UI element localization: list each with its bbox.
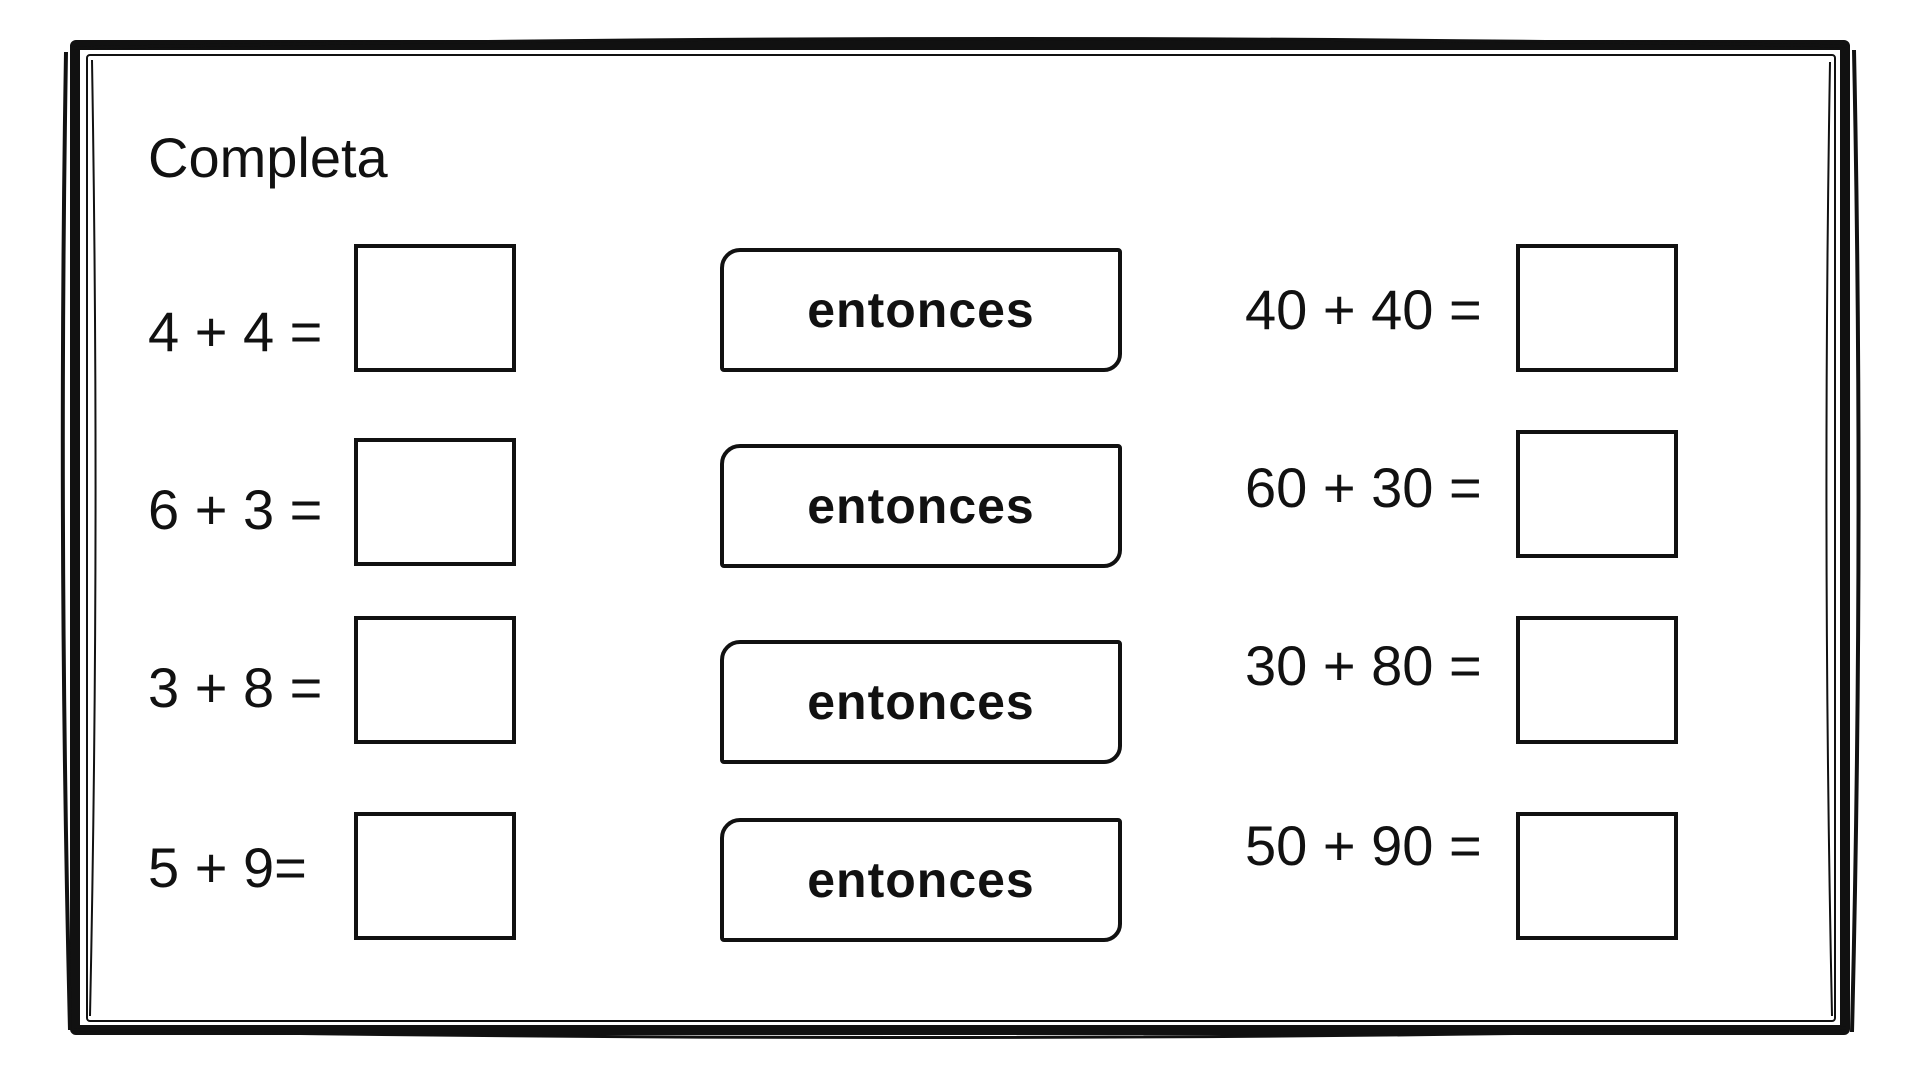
equation-left-3: 3 + 8 = <box>148 656 323 719</box>
entonces-label-2: entonces <box>720 444 1122 568</box>
worksheet-frame-inner-line <box>86 54 1836 1022</box>
equation-right-1: 40 + 40 = <box>1245 278 1482 341</box>
answer-box-right-4[interactable] <box>1516 812 1678 940</box>
answer-box-left-3[interactable] <box>354 616 516 744</box>
equation-right-4: 50 + 90 = <box>1245 814 1482 877</box>
answer-box-right-2[interactable] <box>1516 430 1678 558</box>
answer-box-right-1[interactable] <box>1516 244 1678 372</box>
worksheet-title: Completa <box>148 126 388 189</box>
answer-box-left-2[interactable] <box>354 438 516 566</box>
equation-left-2: 6 + 3 = <box>148 478 323 541</box>
entonces-label-3: entonces <box>720 640 1122 764</box>
equation-left-1: 4 + 4 = <box>148 300 323 363</box>
answer-box-left-1[interactable] <box>354 244 516 372</box>
equation-right-3: 30 + 80 = <box>1245 634 1482 697</box>
equation-left-4: 5 + 9= <box>148 836 307 899</box>
equation-right-2: 60 + 30 = <box>1245 456 1482 519</box>
entonces-label-4: entonces <box>720 818 1122 942</box>
answer-box-left-4[interactable] <box>354 812 516 940</box>
entonces-label-1: entonces <box>720 248 1122 372</box>
answer-box-right-3[interactable] <box>1516 616 1678 744</box>
